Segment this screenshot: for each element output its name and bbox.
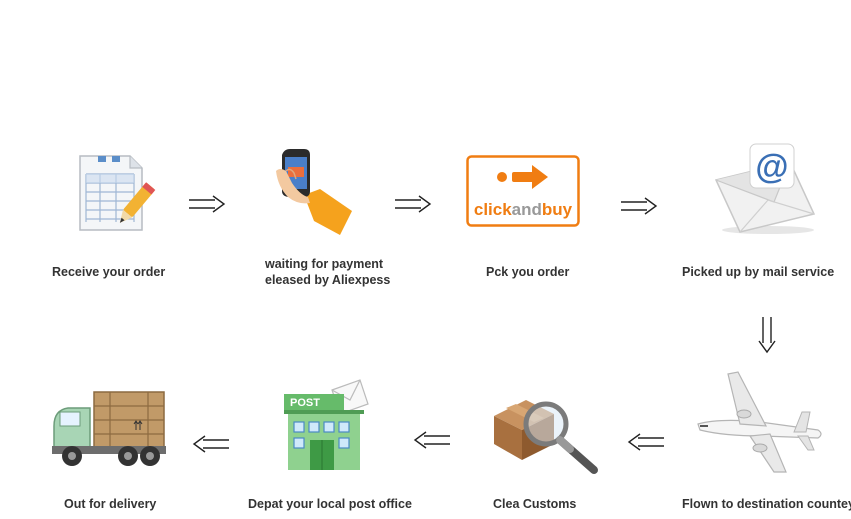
arrow-left-icon (413, 431, 450, 449)
step-label: Flown to destination countey (682, 497, 851, 511)
step-label: Clea Customs (493, 497, 577, 511)
step-label: Out for delivery (64, 497, 157, 511)
step-label: Depat your local post office (248, 497, 412, 511)
arrow-right-icon (621, 197, 658, 215)
spreadsheet-pencil-icon (79, 155, 156, 231)
logo-text-buy: buy (542, 200, 573, 219)
step-label-line-1: waiting for payment (265, 257, 384, 271)
delivery-truck-icon (52, 391, 166, 466)
airplane-icon (697, 371, 822, 473)
step-label-line-2: eleased by Aliexpess (265, 273, 391, 287)
hand-phone-icon (276, 149, 352, 235)
logo-text-and: and (512, 200, 542, 219)
arrow-down-icon (758, 317, 776, 354)
step-label: Pck you order (486, 265, 570, 279)
step-label: Picked up by mail service (682, 265, 835, 279)
arrow-left-icon (192, 435, 229, 453)
package-magnifier-icon (494, 400, 598, 474)
svg-text:@: @ (755, 148, 788, 186)
post-sign-text: POST (290, 397, 320, 409)
arrow-right-icon (395, 195, 432, 213)
email-envelope-icon: @ (714, 143, 816, 234)
logo-text-click: click (474, 200, 512, 219)
step-label: Receive your order (52, 265, 166, 279)
arrow-right-icon (189, 195, 226, 213)
clickandbuy-logo: clickandbuy (466, 155, 580, 227)
post-office-icon: POST (284, 379, 369, 470)
svg-text:clickandbuy: clickandbuy (474, 200, 573, 219)
arrow-left-icon (627, 433, 664, 451)
